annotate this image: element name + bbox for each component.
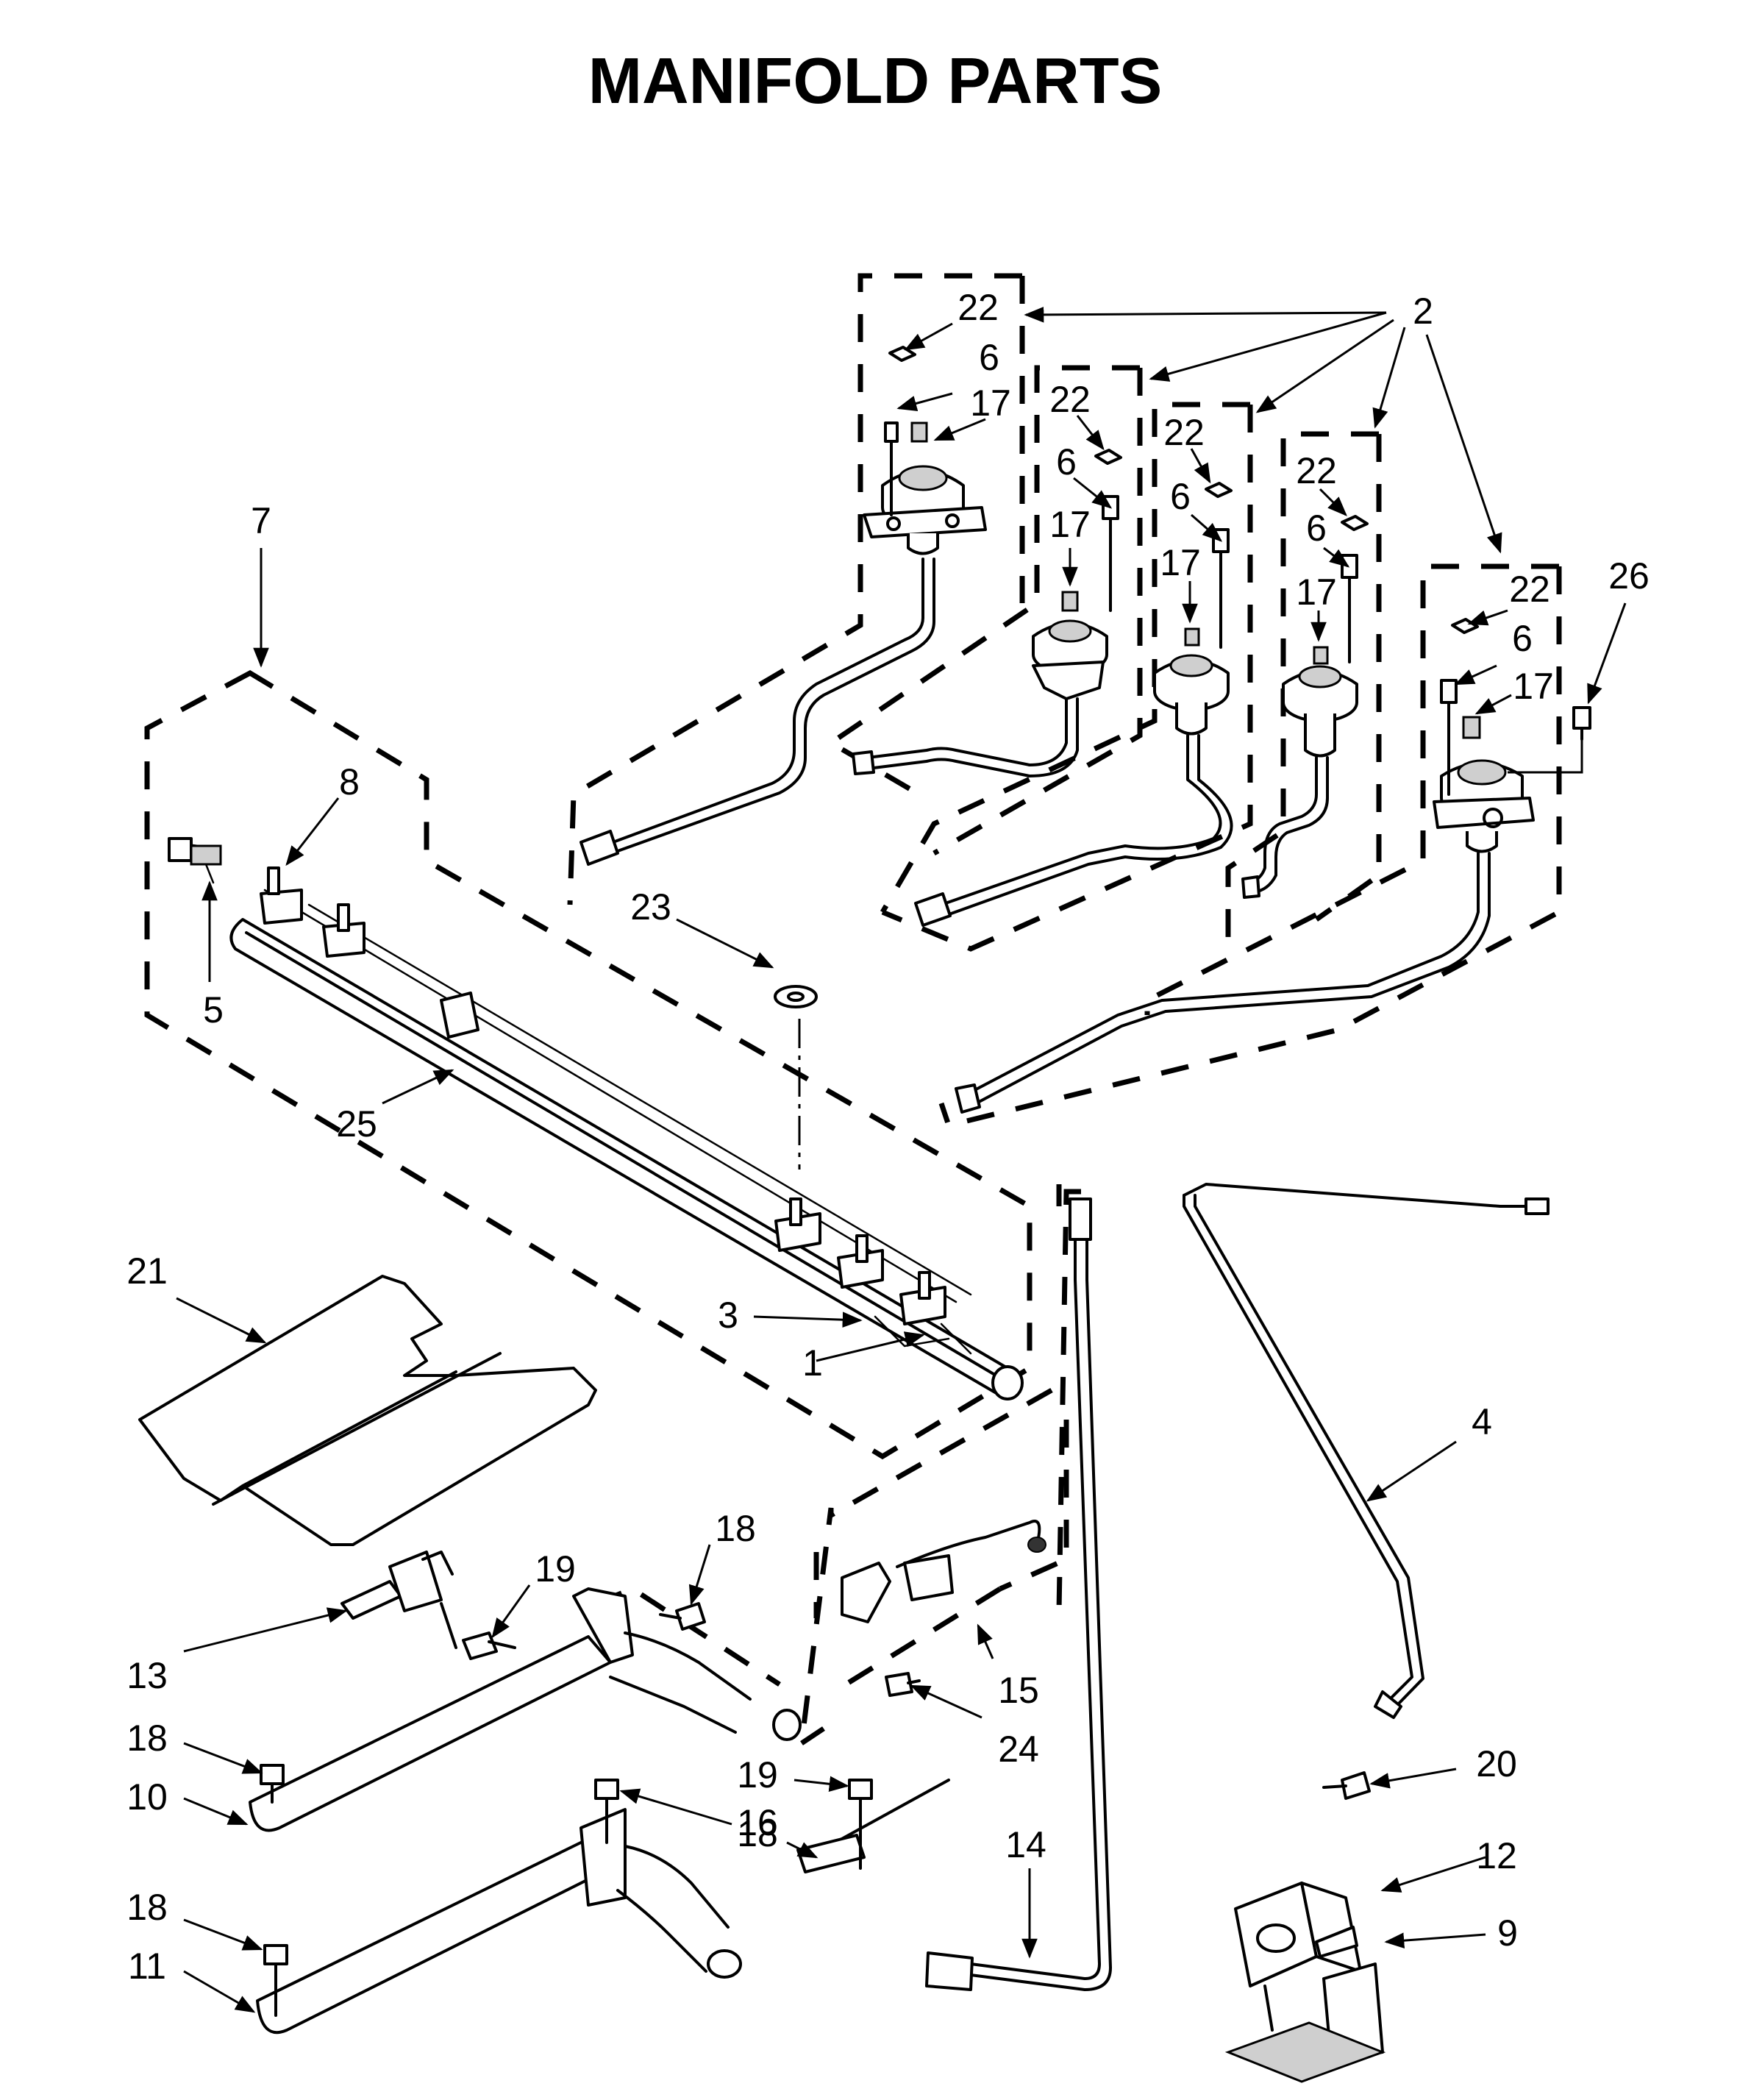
burner-bracket [796, 1779, 950, 1873]
callout-6: 6 [1306, 508, 1327, 549]
callout-22: 22 [957, 287, 999, 328]
callout-16: 16 [737, 1802, 778, 1843]
callout-22: 22 [1163, 412, 1205, 453]
callout-14: 14 [1005, 1824, 1046, 1865]
igniter-electrode [340, 1551, 457, 1649]
callout-18: 18 [715, 1508, 756, 1549]
callout-6: 6 [1170, 476, 1191, 517]
callout-12: 12 [1476, 1835, 1517, 1876]
burner-valve-2 [1032, 449, 1122, 700]
leader-lines [176, 307, 1627, 2013]
callout-18: 18 [737, 1813, 778, 1854]
callout-22: 22 [1509, 569, 1550, 610]
callout-4: 4 [1472, 1401, 1492, 1442]
callout-6: 6 [1512, 618, 1533, 659]
burner-tube-upper [249, 1587, 802, 1832]
burner-tube-lower [256, 1808, 742, 2035]
callout-9: 9 [1497, 1912, 1518, 1954]
callout-24: 24 [998, 1729, 1039, 1770]
callout-22: 22 [1049, 379, 1091, 420]
callout-17: 17 [1160, 542, 1201, 583]
callout-11: 11 [128, 1946, 166, 1987]
gas-supply-tube [925, 1197, 1112, 1991]
callout-3: 3 [718, 1295, 738, 1336]
gas-regulator [1224, 1882, 1386, 2083]
callout-18: 18 [126, 1718, 168, 1759]
callout-labels: 2 22 6 17 22 6 17 22 6 17 22 6 17 22 6 1… [126, 287, 1650, 1987]
callout-8: 8 [339, 761, 360, 802]
callout-25: 25 [336, 1103, 377, 1145]
manifold-assembly [168, 837, 1024, 1400]
callout-21: 21 [126, 1250, 168, 1292]
washer [774, 985, 818, 1170]
callout-22: 22 [1296, 450, 1337, 491]
callout-19: 19 [535, 1548, 576, 1590]
page-title: MANIFOLD PARTS [588, 44, 1163, 117]
callout-17: 17 [1049, 504, 1091, 545]
valve-gas-tubes [579, 558, 1491, 1114]
callout-5: 5 [203, 989, 224, 1031]
burner-valve-3 [1153, 482, 1233, 736]
callout-10: 10 [126, 1776, 168, 1818]
callout-26: 26 [1608, 555, 1650, 597]
orifice-elbow [841, 1520, 1046, 1623]
callout-20: 20 [1476, 1743, 1517, 1784]
burner-valve-1 [863, 346, 987, 555]
screws [260, 1602, 1371, 2017]
burner-valve-4 [1282, 515, 1369, 758]
callout-17: 17 [1296, 572, 1337, 613]
callout-17: 17 [1513, 666, 1554, 707]
igniter-wire [1183, 1183, 1549, 1719]
callout-2: 2 [1413, 291, 1433, 332]
callout-7: 7 [251, 500, 271, 541]
callout-18: 18 [126, 1887, 168, 1928]
callout-19: 19 [737, 1754, 778, 1795]
callout-15: 15 [998, 1670, 1039, 1711]
callout-6: 6 [979, 337, 999, 378]
callout-6: 6 [1056, 441, 1077, 483]
callout-13: 13 [126, 1655, 168, 1696]
heat-shield [138, 1275, 597, 1546]
burner-valve-5 [1433, 618, 1591, 853]
callout-23: 23 [630, 886, 671, 928]
callout-17: 17 [970, 382, 1011, 424]
callout-1: 1 [802, 1342, 823, 1384]
